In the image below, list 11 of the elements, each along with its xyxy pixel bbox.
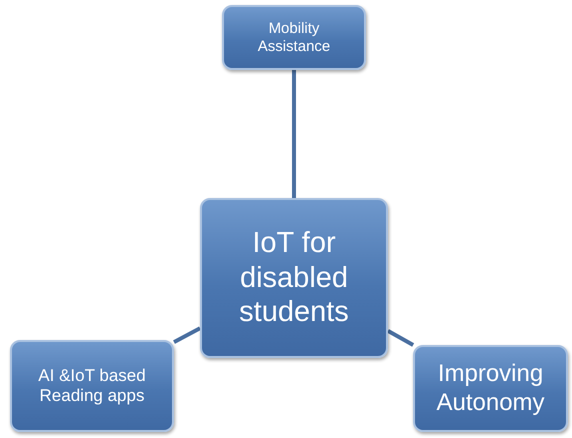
connector-line: [292, 70, 296, 198]
connector-line: [387, 329, 414, 347]
node-label: AI &IoT based Reading apps: [37, 366, 147, 406]
process-box: [222, 5, 366, 70]
process-box: [413, 345, 568, 432]
node-label: IoT for disabled students: [238, 226, 350, 330]
node-label: Improving Autonomy: [435, 360, 546, 418]
process-box: [200, 198, 388, 358]
process-box: [10, 340, 174, 432]
node-label: Mobility Assistance: [256, 20, 332, 56]
connector-line: [173, 326, 201, 344]
